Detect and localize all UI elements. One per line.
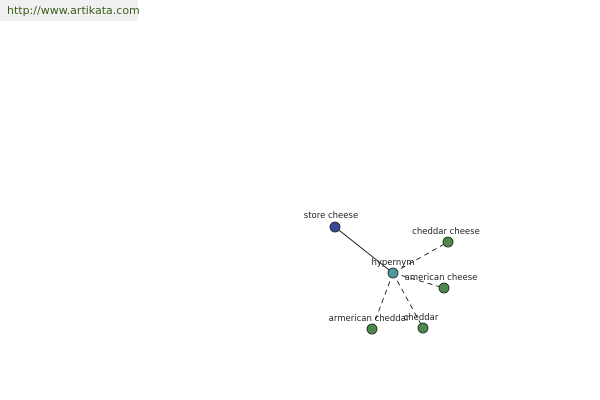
label-store-cheese[interactable]: store cheese: [304, 211, 358, 221]
edge-cheddar: [392, 272, 424, 329]
node-armerican-cheddar[interactable]: [366, 323, 378, 335]
edge-cheddar-cheese: [392, 241, 449, 274]
label-armerican-cheddar[interactable]: armerican cheddar: [329, 314, 410, 324]
node-cheddar[interactable]: [417, 322, 429, 334]
node-hypernym[interactable]: [387, 267, 399, 279]
node-store-cheese[interactable]: [329, 221, 341, 233]
url-bar: http://www.artikata.com: [0, 0, 140, 21]
edge-store-cheese: [334, 226, 394, 274]
edge-armerican-cheddar: [371, 272, 394, 330]
node-american-cheese[interactable]: [438, 282, 450, 294]
node-cheddar-cheese[interactable]: [442, 236, 454, 248]
label-hypernym: hypernym: [371, 258, 414, 268]
label-cheddar-cheese[interactable]: cheddar cheese: [412, 227, 480, 237]
label-cheddar[interactable]: cheddar: [404, 313, 439, 323]
label-american-cheese[interactable]: american cheese: [405, 273, 478, 283]
site-link[interactable]: http://www.artikata.com: [7, 4, 140, 17]
